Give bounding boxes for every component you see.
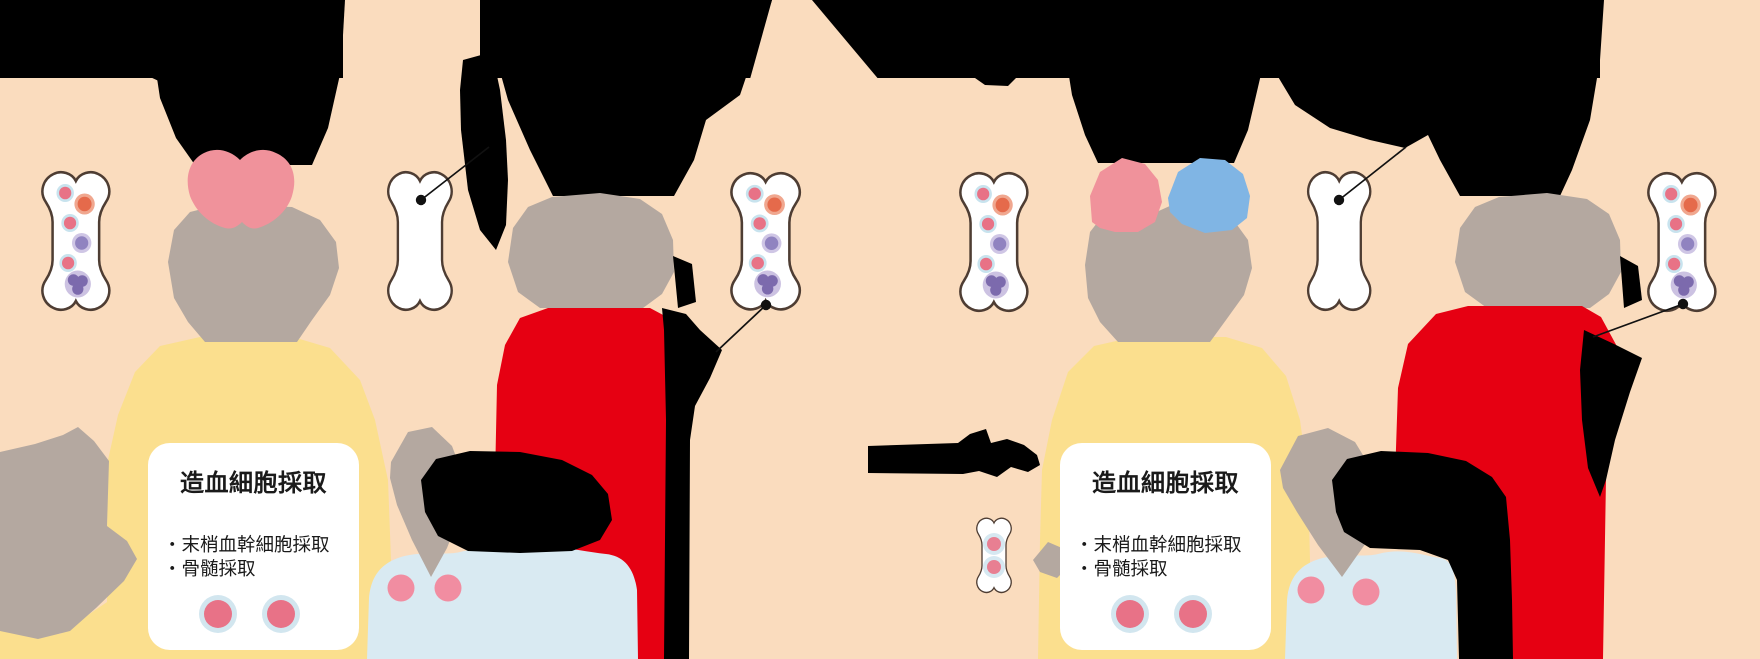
skin-strip-left bbox=[343, 0, 480, 80]
skin-strip-right bbox=[1600, 0, 1760, 80]
pink-hair-right-patient bbox=[1090, 158, 1162, 232]
pink-hair-left-patient bbox=[187, 149, 295, 229]
bag-cell-icon bbox=[387, 574, 415, 602]
stem-cell-icon bbox=[199, 595, 237, 633]
small-bone-cell bbox=[987, 560, 1001, 574]
pointer-dot bbox=[1333, 194, 1345, 206]
pointer-dot bbox=[415, 194, 427, 206]
bone-empty-icon bbox=[388, 172, 451, 310]
hair-fringe-bump-right bbox=[975, 78, 1016, 86]
info-box-title: 造血細胞採取 bbox=[180, 469, 327, 497]
info-box-title: 造血細胞採取 bbox=[1092, 469, 1239, 497]
bag-cell-icon bbox=[1352, 578, 1380, 606]
head-silhouette-left-nurse bbox=[480, 0, 772, 196]
info-box-item: ・骨髄採取 bbox=[163, 558, 256, 580]
shadow-sliver-left bbox=[673, 256, 696, 308]
pointer-dot bbox=[1677, 298, 1689, 310]
blue-hair-right-donor bbox=[1168, 158, 1250, 233]
arm-shadow-right-bag bbox=[1332, 451, 1513, 659]
arm-shadow-left-bag bbox=[421, 451, 612, 553]
face-right-patient bbox=[1085, 205, 1252, 342]
stem-cell-icon bbox=[262, 595, 300, 633]
info-box-item: ・末梢血幹細胞採取 bbox=[1075, 535, 1242, 556]
bone-with-cells-icon bbox=[42, 172, 109, 310]
bone-with-cells-icon bbox=[960, 173, 1027, 311]
shadow-strip-left bbox=[662, 308, 722, 659]
small-bone-cell bbox=[987, 537, 1001, 551]
info-box-left: 造血細胞採取 ・末梢血幹細胞採取 ・骨髄採取 bbox=[148, 443, 359, 650]
gray-hair-left-nurse bbox=[508, 193, 674, 308]
gray-arm-left-edge bbox=[0, 427, 137, 639]
gray-hair-right-nurse bbox=[1455, 193, 1621, 308]
pointer-dot bbox=[760, 299, 772, 311]
stem-cell-icon bbox=[1174, 595, 1212, 633]
head-silhouette-right-patient bbox=[1060, 0, 1268, 163]
info-box-right: 造血細胞採取 ・末梢血幹細胞採取 ・骨髄採取 bbox=[1060, 443, 1271, 650]
info-box-item: ・末梢血幹細胞採取 bbox=[163, 535, 330, 556]
bone-with-cells-icon bbox=[1648, 173, 1715, 311]
arrow-icon bbox=[868, 429, 1040, 477]
bone-empty-icon bbox=[1308, 172, 1370, 310]
collection-bag-right bbox=[1285, 551, 1457, 659]
shadow-sliver-right bbox=[1620, 256, 1642, 308]
pointer-lines bbox=[420, 146, 1684, 353]
info-box-item: ・骨髄採取 bbox=[1075, 558, 1168, 580]
red-clothes-right-nurse bbox=[1395, 306, 1620, 659]
collection-bag-left bbox=[367, 547, 638, 659]
bone-with-cells-icon bbox=[731, 173, 799, 309]
head-silhouette-right-nurse bbox=[1256, 0, 1604, 196]
bag-cell-icon bbox=[434, 574, 462, 602]
shadow-wedge-right bbox=[1580, 330, 1642, 497]
bag-cell-icon bbox=[1297, 576, 1325, 604]
face-left-patient bbox=[168, 206, 339, 342]
stem-cell-icon bbox=[1111, 595, 1149, 633]
head-silhouette-left-patient bbox=[150, 0, 345, 165]
bone-small-icon bbox=[977, 518, 1011, 592]
skin-wedge-center bbox=[745, 0, 880, 97]
hair-fringe-bump-left bbox=[148, 76, 258, 90]
